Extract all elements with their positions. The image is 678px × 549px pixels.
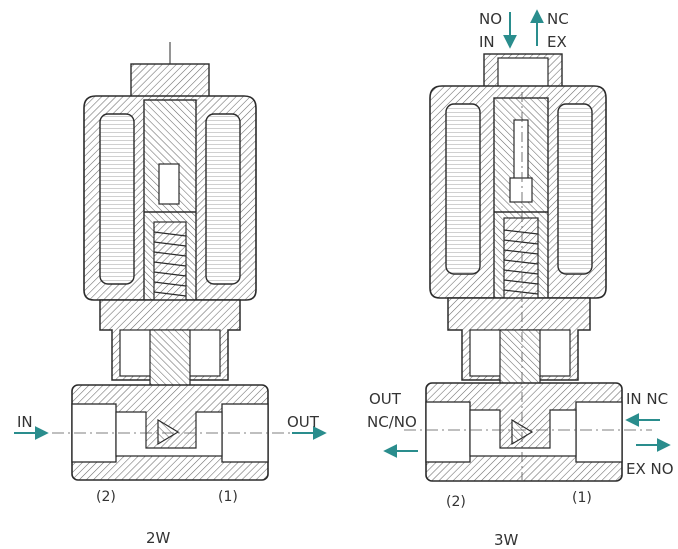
right-port xyxy=(575,401,623,463)
port-2-label: (2) xyxy=(446,494,466,510)
left-label-2: NC/NO xyxy=(367,413,417,431)
flow-passage xyxy=(469,409,577,457)
coil-left xyxy=(445,103,481,275)
port-2-label: (2) xyxy=(96,489,116,505)
coil-right xyxy=(205,113,241,285)
valve-3w: NO IN NC EX OUT NC/NO IN NC EX NO (2) (1… xyxy=(367,9,674,549)
top-left-label-1: NO xyxy=(479,10,502,28)
plunger-tip xyxy=(158,163,180,205)
outlet-label: OUT xyxy=(287,413,320,431)
left-port xyxy=(425,401,471,463)
top-left-label-2: IN xyxy=(479,33,495,51)
port-1-label: (1) xyxy=(572,490,592,506)
inlet-label: IN xyxy=(17,413,33,431)
flow-passage xyxy=(115,411,223,457)
coil-left xyxy=(99,113,135,285)
right-label-1: IN NC xyxy=(626,390,668,408)
orifice xyxy=(157,418,180,446)
top-right-label-1: NC xyxy=(547,10,569,28)
coil-right xyxy=(557,103,593,275)
valve-3w-caption: 3W xyxy=(494,531,519,549)
left-label-1: OUT xyxy=(369,390,402,408)
port-1-label: (1) xyxy=(218,489,238,505)
plunger-tip xyxy=(509,177,533,203)
valve-2w: IN OUT (2) (1) 2W xyxy=(14,42,327,547)
valve-2w-caption: 2W xyxy=(146,529,171,547)
right-label-2: EX NO xyxy=(626,460,674,478)
top-nut xyxy=(130,63,210,101)
top-right-label-2: EX xyxy=(547,33,567,51)
